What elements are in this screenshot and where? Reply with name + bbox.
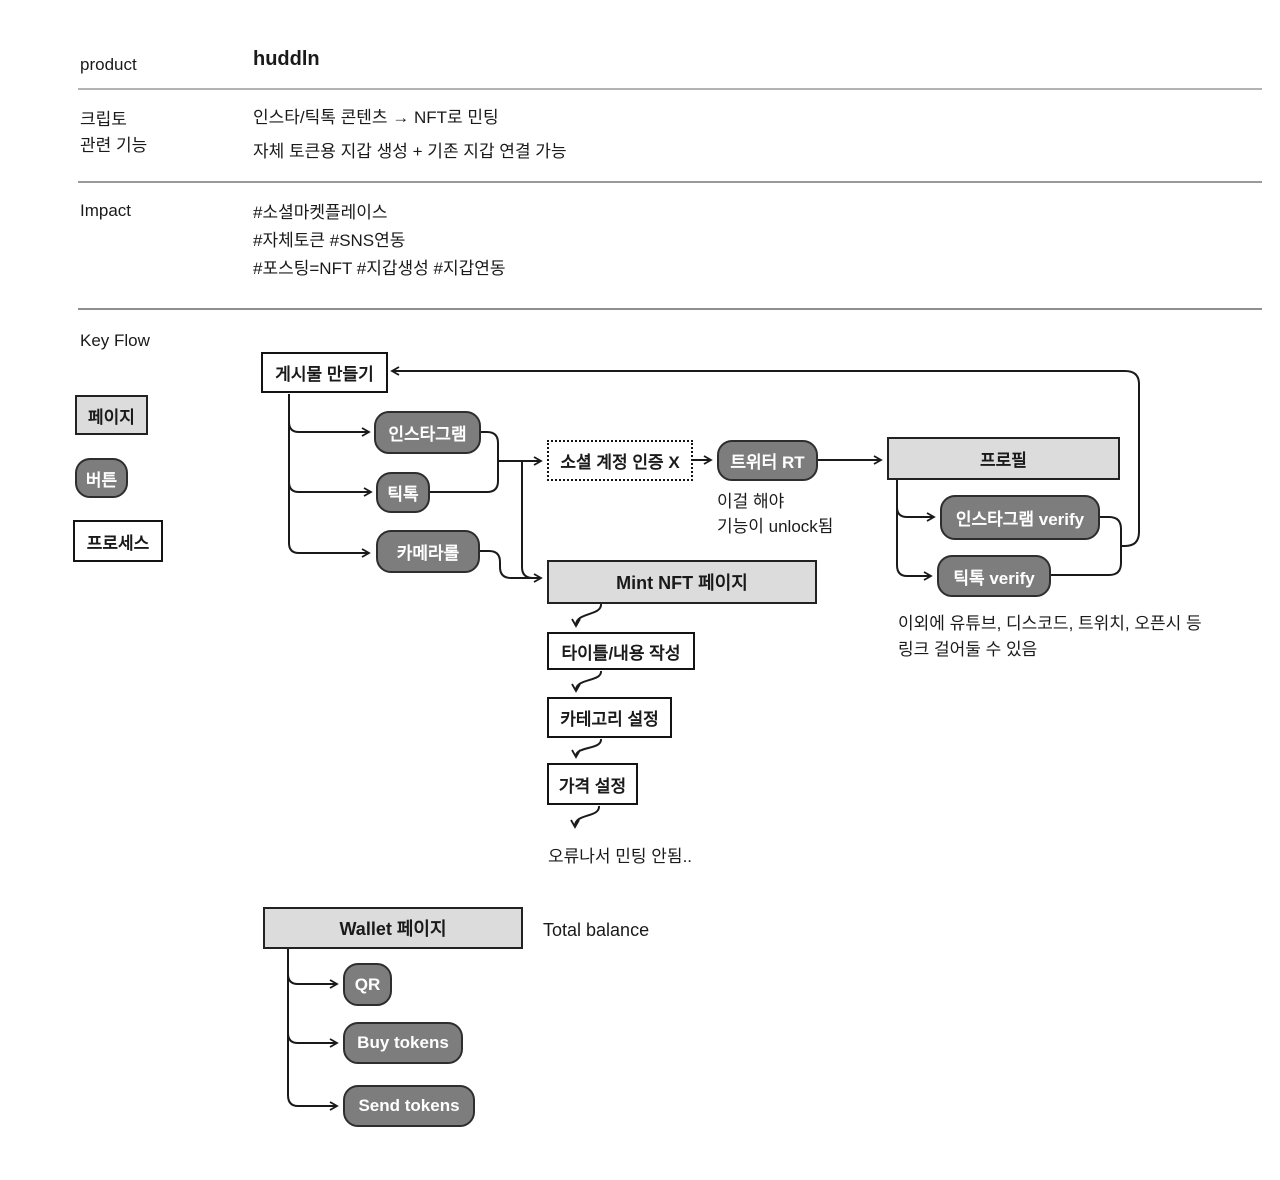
node-mint-nft-page: Mint NFT 페이지 bbox=[547, 560, 817, 604]
node-buy-tokens-button: Buy tokens bbox=[343, 1022, 463, 1064]
node-profile-page: 프로필 bbox=[887, 437, 1120, 480]
divider-1 bbox=[78, 88, 1262, 90]
legend-button-node: 버튼 bbox=[75, 458, 128, 498]
node-tiktok-verify-button: 틱톡 verify bbox=[937, 555, 1051, 597]
node-tiktok-button: 틱톡 bbox=[376, 472, 430, 513]
divider-3 bbox=[78, 308, 1262, 310]
impact-tags: #소셜마켓플레이스#자체토큰 #SNS연동#포스팅=NFT #지갑생성 #지갑연… bbox=[253, 203, 506, 278]
node-price-step: 가격 설정 bbox=[547, 763, 638, 805]
mint-error-note: 오류나서 민팅 안됨.. bbox=[548, 847, 693, 866]
total-balance-label: Total balance bbox=[543, 920, 650, 940]
node-instagram-verify-button: 인스타그램 verify bbox=[940, 495, 1100, 540]
node-wallet-page: Wallet 페이지 bbox=[263, 907, 523, 949]
legend-process-node: 프로세스 bbox=[73, 520, 163, 562]
node-instagram-button: 인스타그램 bbox=[374, 411, 481, 454]
node-qr-button: QR bbox=[343, 963, 392, 1006]
node-category-step: 카테고리 설정 bbox=[547, 697, 672, 738]
node-camera-roll-button: 카메라롤 bbox=[376, 530, 480, 573]
product-label: product bbox=[80, 55, 137, 74]
node-twitter-rt-button: 트위터 RT bbox=[717, 440, 818, 481]
crypto-feature-line1: 인스타/틱톡 콘텐츠 → NFT로 민팅 bbox=[253, 108, 499, 127]
legend-page-node: 페이지 bbox=[75, 395, 148, 435]
node-post-create: 게시물 만들기 bbox=[261, 352, 388, 393]
key-flow-label: Key Flow bbox=[80, 331, 150, 350]
impact-label: Impact bbox=[80, 201, 132, 220]
node-social-auth: 소셜 계정 인증 X bbox=[547, 440, 693, 481]
divider-2 bbox=[78, 181, 1262, 183]
crypto-feature-line2: 자체 토큰용 지갑 생성 + 기존 지갑 연결 가능 bbox=[253, 142, 567, 161]
product-name: huddln bbox=[253, 48, 320, 70]
node-title-step: 타이틀/내용 작성 bbox=[547, 632, 695, 670]
node-send-tokens-button: Send tokens bbox=[343, 1085, 475, 1127]
